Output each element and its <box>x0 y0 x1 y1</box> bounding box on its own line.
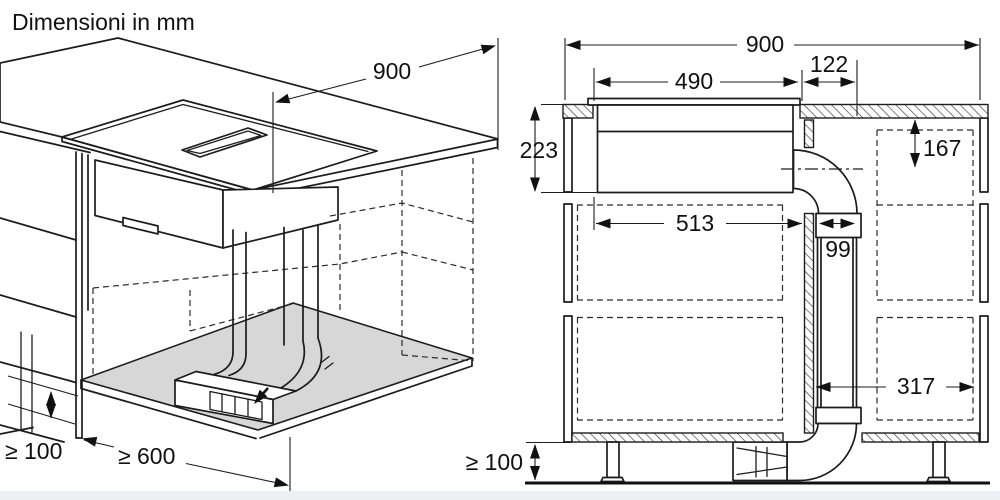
dim-hob-width-label: 900 <box>373 58 411 84</box>
hob-glass-plate <box>587 97 801 106</box>
hob-box <box>596 104 794 194</box>
dim-right-clearance-label: 317 <box>897 373 935 399</box>
dim-duct-width-label: 99 <box>825 236 851 262</box>
dimension-installation-depth: 223 <box>520 103 597 194</box>
dimension-duct-offset: 122 <box>801 51 858 116</box>
outlet-grille <box>209 390 263 421</box>
dimension-duct-width: 99 <box>819 218 855 262</box>
dim-duct-axis-label: 167 <box>923 135 961 161</box>
flat-channel <box>732 441 788 482</box>
worktop-section <box>562 103 989 119</box>
dimension-cabinet-depth: ≥ 600 <box>80 433 291 497</box>
dim-worktop-width-label: 900 <box>746 31 784 57</box>
dimension-plinth-height-iso: ≥ 100 <box>5 375 79 464</box>
vent-slot <box>181 127 268 158</box>
section-view: 900 490 122 223 <box>466 31 990 485</box>
airflow-arrow-icon <box>250 387 269 408</box>
dimension-duct-axis: 167 <box>910 119 961 168</box>
duct-coupler-top <box>815 212 862 239</box>
dimension-cutout-to-duct: 513 <box>593 197 802 236</box>
exhaust-duct-section <box>732 149 863 482</box>
page-title: Dimensioni in mm <box>12 9 195 35</box>
duct-elbow-bottom <box>786 422 858 482</box>
dim-plinth-min-label-section: ≥ 100 <box>466 449 523 475</box>
duct-elbow-top <box>792 149 858 215</box>
hob-section <box>587 97 801 194</box>
dimension-worktop-width: 900 <box>564 31 981 100</box>
dim-cabinet-depth-label: ≥ 600 <box>118 443 175 469</box>
dimension-right-clearance: 317 <box>816 373 974 399</box>
isometric-view: 900 ≥ 100 ≥ 600 <box>0 37 499 497</box>
dim-plinth-min-label-iso: ≥ 100 <box>5 438 62 464</box>
cabinet-wireframe-dashed <box>92 158 474 378</box>
cabinet-floor-panel <box>80 302 473 440</box>
hob-body <box>94 159 339 249</box>
dim-cutout-to-duct-label: 513 <box>676 210 714 236</box>
dim-installation-depth-label: 223 <box>520 137 558 163</box>
cabinet-leg <box>932 441 946 479</box>
dim-duct-offset-label: 122 <box>810 51 848 77</box>
dimension-hob-width: 900 <box>272 38 499 193</box>
divider-panel <box>803 119 815 434</box>
footer-strip <box>0 491 1000 500</box>
cabinet-leg <box>606 441 620 479</box>
drawer-cabinet <box>0 151 89 443</box>
drawer-outlines-dashed <box>576 129 974 421</box>
exhaust-duct-isometric <box>174 225 334 425</box>
cabinet-base <box>525 432 990 485</box>
hob-glass <box>61 99 378 196</box>
duct-coupler-bottom <box>815 406 862 425</box>
dim-cutout-width-label: 490 <box>675 68 713 94</box>
mounting-bracket <box>122 216 159 235</box>
dimension-plinth-height-section: ≥ 100 <box>466 441 570 481</box>
dimension-cutout-width: 490 <box>593 68 798 101</box>
